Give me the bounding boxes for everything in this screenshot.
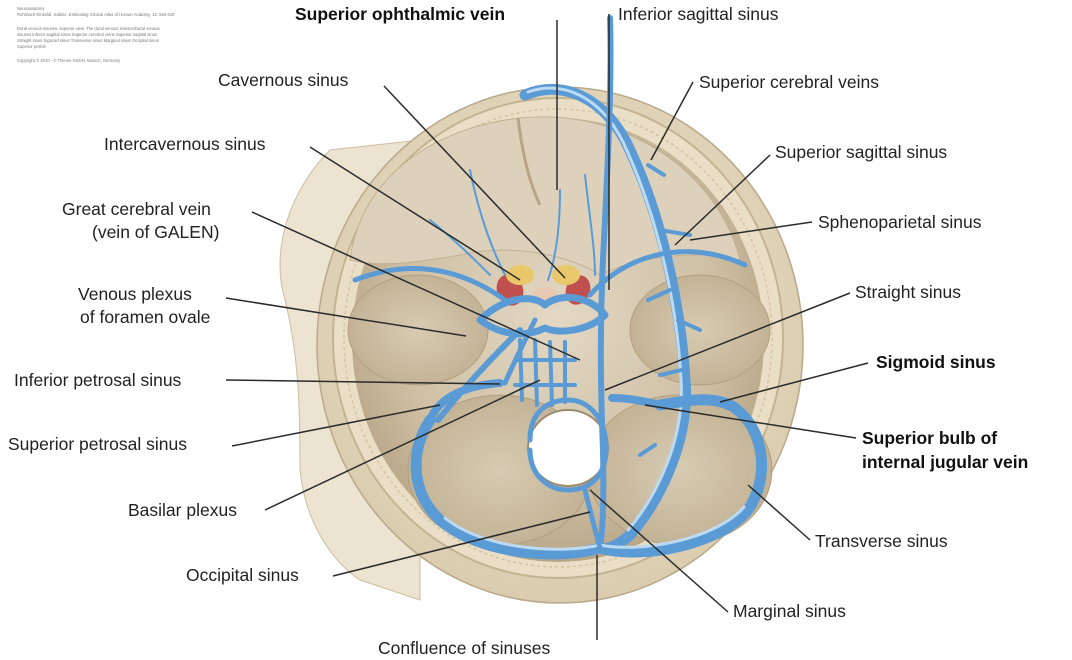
sigmoid-sinus-right-vessel [608,394,664,409]
labels: Superior ophthalmic vein Inferior sagitt… [8,4,1028,658]
leader-sphenoparietal-sinus [689,221,813,241]
label-superior-bulb-1: Superior bulb of [862,428,997,448]
venous-sinuses [352,15,768,560]
label-superior-sagittal-sinus: Superior sagittal sinus [775,142,947,162]
cavernous-complex-vessel [476,294,609,338]
superior-cerebral-veins-vessels [638,163,702,457]
label-intercavernous-sinus: Intercavernous sinus [104,134,266,154]
label-venous-plexus-1: Venous plexus [78,284,192,304]
cavernous-yellow-right [552,265,580,285]
leader-straight-sinus [604,292,851,391]
label-confluence-of-sinuses: Confluence of sinuses [378,638,550,658]
sphenoparietal-sinus-right-vessel [587,249,748,298]
caption-line: sinuses inferior sagittal sinus Superior… [17,32,157,37]
label-transverse-sinus: Transverse sinus [815,531,948,551]
skull-rim-inner-line [343,108,773,568]
label-superior-cerebral-veins: Superior cerebral veins [699,72,879,92]
label-sphenoparietal-sinus: Sphenoparietal sinus [818,212,982,232]
superior-sagittal-sinus-highlight [526,86,683,532]
leader-superior-petrosal-sinus [231,404,441,447]
source-caption: Neuroanatomy Rohrbach-Kinkeldi, Sabine, … [17,6,175,63]
label-superior-petrosal-sinus: Superior petrosal sinus [8,434,187,454]
label-basilar-plexus: Basilar plexus [128,500,237,520]
label-superior-ophthalmic-vein: Superior ophthalmic vein [295,4,505,24]
label-cavernous-sinus: Cavernous sinus [218,70,349,90]
leader-sigmoid-sinus [719,362,869,403]
leader-transverse-sinus [747,484,811,541]
caption-line: Copyright © 2010 · © Thieme GmbH, Munich… [17,58,121,63]
leader-cavernous-sinus [383,85,566,279]
label-marginal-sinus: Marginal sinus [733,601,846,621]
longitudinal-fissure [516,117,542,206]
leader-marginal-sinus [589,489,729,613]
basilar-plexus-vessels [513,338,577,407]
label-occipital-sinus: Occipital sinus [186,565,299,585]
caption-line: Rohrbach-Kinkeldi, Sabine, Estimating Cl… [17,12,175,17]
label-great-cerebral-vein-2: (vein of GALEN) [92,222,219,242]
label-superior-bulb-2: internal jugular vein [862,452,1028,472]
leader-superior-sagittal-sinus [674,154,771,246]
leader-great-cerebral-vein [251,211,581,361]
label-great-cerebral-vein-1: Great cerebral vein [62,199,211,219]
leader-occipital-sinus [332,511,591,577]
leader-venous-plexus [225,297,467,337]
marginal-sinus-vessel [527,397,609,493]
caption-line: Straight sinus Sigmoid sinus Transverse … [17,38,159,43]
label-straight-sinus: Straight sinus [855,282,961,302]
label-venous-plexus-2: of foramen ovale [80,307,210,327]
leader-inferior-petrosal-sinus [225,379,501,385]
label-sigmoid-sinus: Sigmoid sinus [876,352,996,372]
middle-fossa-left [347,274,489,386]
superior-petrosal-sinus-vessel [435,327,523,423]
leader-superior-bulb [644,404,857,439]
caption-line: Superior petros [17,44,46,49]
label-inferior-petrosal-sinus: Inferior petrosal sinus [14,370,182,390]
caption-line: Neuroanatomy [17,6,45,11]
leader-intercavernous-sinus [309,146,521,281]
leader-basilar-plexus [264,379,541,511]
caption-line: Dural venous sinuses, superior view. The… [17,26,160,31]
cavernous-yellow-left [506,265,534,285]
transverse-sinus-left-vessel [410,414,606,560]
leader-lines [225,14,869,640]
occipital-sinus-vessel [582,487,603,551]
sphenoparietal-sinus-left-vessel [352,266,508,303]
transverse-sinus-right-vessel [594,394,768,558]
label-inferior-sagittal-sinus: Inferior sagittal sinus [618,4,779,24]
leader-superior-cerebral-veins [650,81,694,161]
